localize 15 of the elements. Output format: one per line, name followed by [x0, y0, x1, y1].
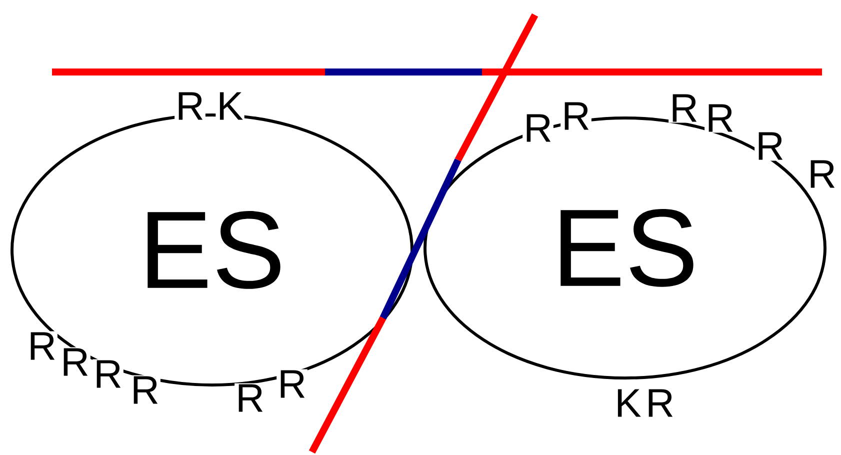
letter-label: R	[522, 113, 554, 143]
letter-label: R	[174, 91, 206, 121]
letter-label: K	[614, 388, 642, 418]
letter-label: R	[130, 375, 160, 405]
letter-label: R	[92, 359, 124, 389]
letter-label: R	[60, 347, 90, 377]
letter-label: R	[560, 101, 592, 131]
letter-label: K	[216, 91, 244, 121]
letter-label: R	[644, 388, 676, 418]
letter-label: R	[704, 103, 736, 133]
letter-label: R	[234, 383, 266, 413]
letter-label: R	[754, 131, 786, 161]
letter-label: R	[276, 369, 308, 399]
letter-label: R	[26, 331, 58, 361]
letter-label: R	[668, 93, 700, 123]
